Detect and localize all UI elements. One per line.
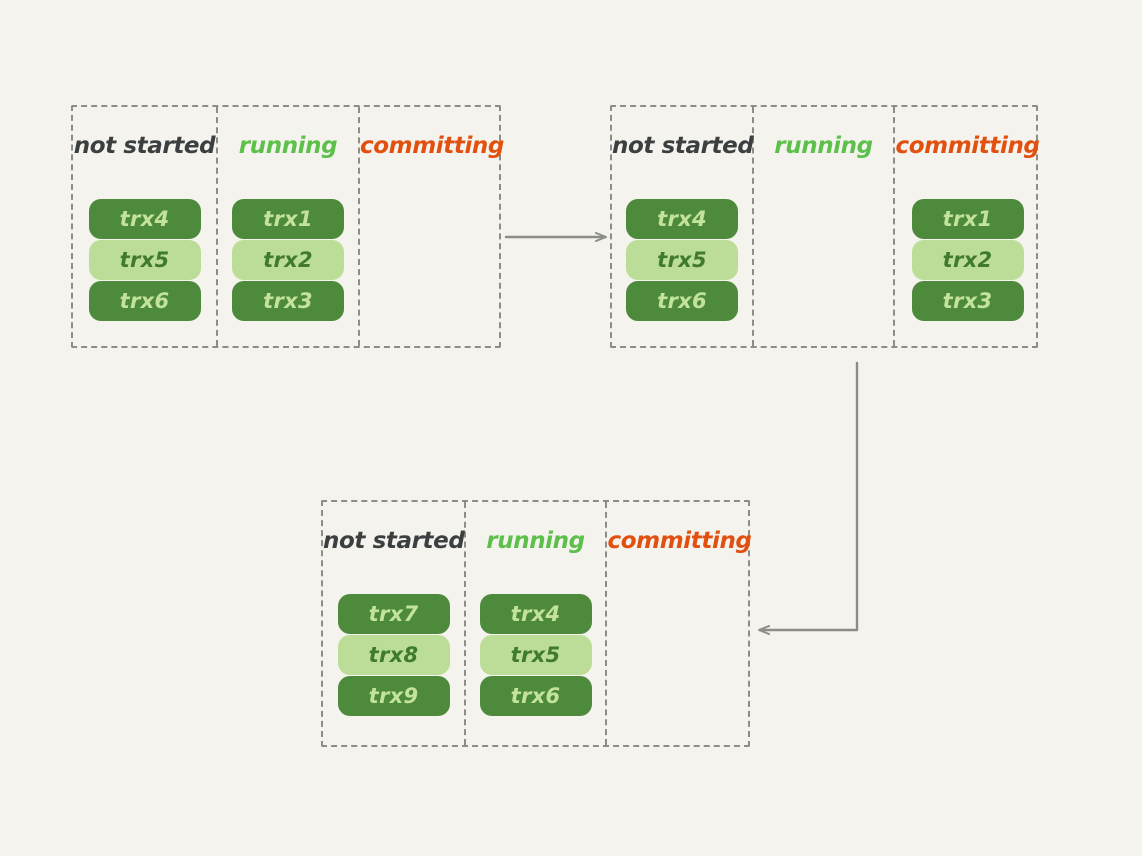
- pill-trx[interactable]: trx1: [232, 199, 344, 239]
- panel-3-stack-not-started: trx7 trx8 trx9: [337, 594, 450, 717]
- pill-trx[interactable]: trx6: [626, 281, 738, 321]
- panel-2-label-running: running: [774, 133, 873, 159]
- panel-1-column-not-started: not started trx4 trx5 trx6: [73, 107, 218, 346]
- pill-trx[interactable]: trx4: [626, 199, 738, 239]
- panel-2-label-committing: committing: [895, 133, 1040, 159]
- panel-1-stack-not-started: trx4 trx5 trx6: [88, 199, 201, 322]
- pill-trx[interactable]: trx3: [232, 281, 344, 321]
- panel-3-label-running: running: [486, 528, 585, 554]
- connector-panel2-to-panel3: [758, 361, 859, 635]
- pill-trx[interactable]: trx9: [337, 676, 450, 716]
- panel-1-stack-running: trx1 trx2 trx3: [232, 199, 344, 322]
- pill-trx[interactable]: trx6: [88, 281, 201, 321]
- panel-3-label-committing: committing: [607, 528, 752, 554]
- pill-trx[interactable]: trx3: [911, 281, 1024, 321]
- pill-trx[interactable]: trx5: [479, 635, 592, 675]
- panel-2-column-not-started: not started trx4 trx5 trx6: [612, 107, 754, 346]
- panel-2-stack-not-started: trx4 trx5 trx6: [626, 199, 738, 322]
- panel-2-label-not-started: not started: [612, 133, 754, 159]
- panel-3-label-not-started: not started: [323, 528, 465, 554]
- pill-trx[interactable]: trx7: [337, 594, 450, 634]
- pill-trx[interactable]: trx5: [88, 240, 201, 280]
- panel-1-label-running: running: [238, 133, 338, 159]
- panel-3-column-committing: committing: [607, 502, 752, 745]
- panel-1-column-running: running trx1 trx2 trx3: [218, 107, 360, 346]
- pill-trx[interactable]: trx6: [479, 676, 592, 716]
- panel-1-label-not-started: not started: [73, 133, 216, 159]
- panel-3: not started trx7 trx8 trx9 running trx4 …: [321, 500, 752, 747]
- pill-trx[interactable]: trx4: [88, 199, 201, 239]
- pill-trx[interactable]: trx1: [911, 199, 1024, 239]
- panel-3-column-not-started: not started trx7 trx8 trx9: [323, 502, 466, 745]
- panel-1-column-committing: committing: [360, 107, 504, 346]
- panel-1: not started trx4 trx5 trx6 running trx1 …: [71, 105, 504, 348]
- panel-2-column-running: running: [754, 107, 895, 346]
- pill-trx[interactable]: trx5: [626, 240, 738, 280]
- pill-trx[interactable]: trx8: [337, 635, 450, 675]
- pill-trx[interactable]: trx2: [232, 240, 344, 280]
- panel-1-label-committing: committing: [360, 133, 504, 159]
- panel-3-column-running: running trx4 trx5 trx6: [466, 502, 607, 745]
- panel-2-column-committing: committing trx1 trx2 trx3: [895, 107, 1040, 346]
- pill-trx[interactable]: trx2: [911, 240, 1024, 280]
- pill-trx[interactable]: trx4: [479, 594, 592, 634]
- panel-2: not started trx4 trx5 trx6 running commi…: [610, 105, 1040, 348]
- panel-3-stack-running: trx4 trx5 trx6: [479, 594, 592, 717]
- panel-2-stack-committing: trx1 trx2 trx3: [911, 199, 1024, 322]
